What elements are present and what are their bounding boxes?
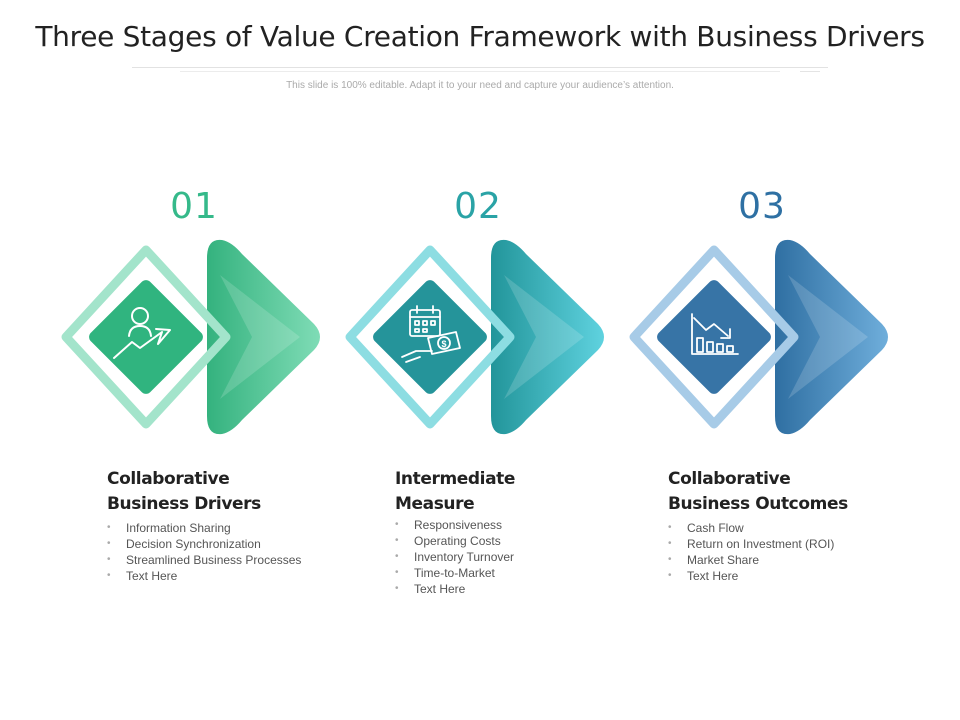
stage-heading: Collaborative Business Drivers: [107, 467, 367, 517]
list-item: Inventory Turnover: [395, 549, 635, 565]
list-item: Cash Flow: [668, 520, 908, 536]
outer-diamond: [61, 245, 231, 429]
list-item: Information Sharing: [107, 520, 347, 536]
page-subtitle: This slide is 100% editable. Adapt it to…: [286, 80, 674, 91]
stage-heading-line: Measure: [395, 494, 475, 514]
stage-heading-line: Intermediate: [395, 469, 516, 489]
bullet-list: Responsiveness Operating Costs Inventory…: [395, 517, 635, 597]
person-growth-arrow-icon: [113, 307, 171, 359]
chevron-arrow: [775, 239, 888, 435]
stage-number: 02: [454, 186, 502, 227]
stage-number: 03: [738, 186, 786, 227]
list-item: Responsiveness: [395, 517, 635, 533]
bullet-list: Information Sharing Decision Synchroniza…: [107, 520, 347, 584]
title-divider-accent: [800, 71, 820, 72]
stage-heading: Intermediate Measure: [395, 467, 655, 517]
outer-diamond: [345, 245, 515, 429]
list-item: Streamlined Business Processes: [107, 552, 347, 568]
stage-heading: Collaborative Business Outcomes: [668, 467, 928, 517]
declining-chart-icon: [691, 313, 739, 355]
stage-graphic: [61, 239, 320, 435]
title-divider-secondary: [180, 71, 780, 72]
outer-diamond: [629, 245, 799, 429]
stage-heading-line: Business Drivers: [107, 494, 261, 514]
list-item: Text Here: [668, 568, 908, 584]
list-item: Text Here: [395, 581, 635, 597]
chevron-arrow: [491, 239, 604, 435]
stage-graphic: [629, 239, 888, 435]
stage-graphic: $: [345, 239, 604, 435]
inner-diamond: [89, 280, 203, 394]
title-divider: [132, 67, 828, 68]
calendar-money-icon: [401, 305, 461, 363]
stage-heading-line: Collaborative: [107, 469, 230, 489]
list-item: Return on Investment (ROI): [668, 536, 908, 552]
dollar-sign-icon: $: [441, 339, 446, 349]
stage-number: 01: [170, 186, 218, 227]
list-item: Operating Costs: [395, 533, 635, 549]
list-item: Time-to-Market: [395, 565, 635, 581]
list-item: Decision Synchronization: [107, 536, 347, 552]
chevron-arrow: [207, 239, 320, 435]
page-title: Three Stages of Value Creation Framework…: [35, 20, 925, 53]
stage-heading-line: Collaborative: [668, 469, 791, 489]
list-item: Market Share: [668, 552, 908, 568]
bullet-list: Cash Flow Return on Investment (ROI) Mar…: [668, 520, 908, 584]
stage-heading-line: Business Outcomes: [668, 494, 848, 514]
inner-diamond: [657, 280, 771, 394]
list-item: Text Here: [107, 568, 347, 584]
